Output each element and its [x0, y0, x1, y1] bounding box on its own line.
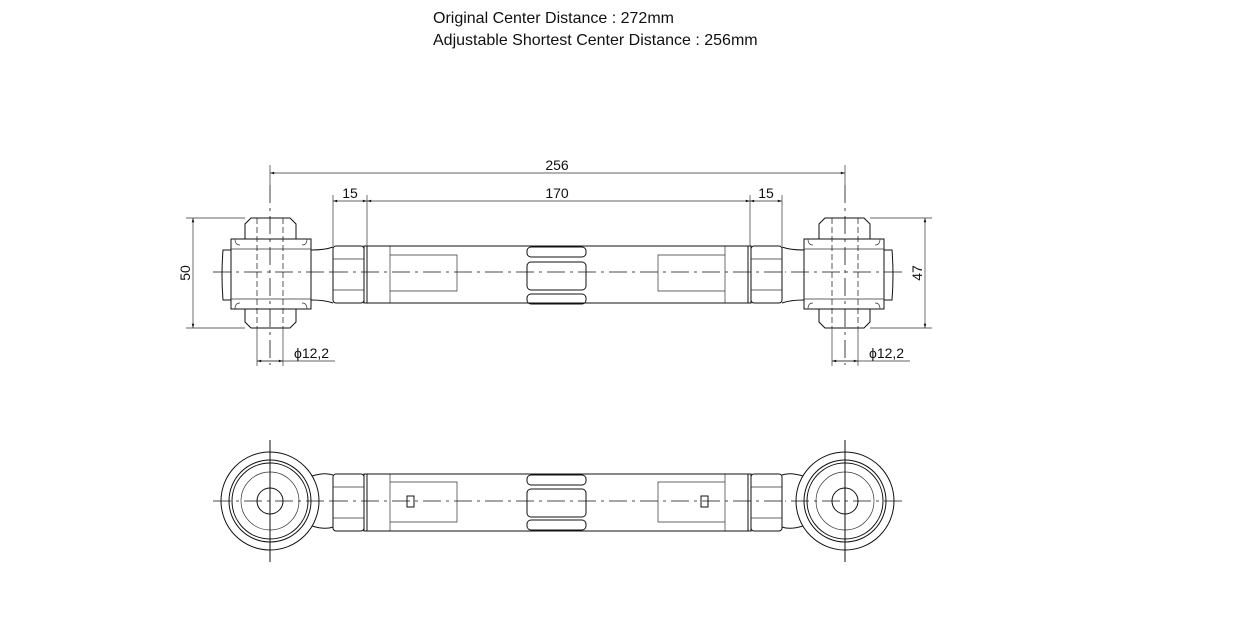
dimensions: 256 15 170 15 50 47 ϕ12,2 ϕ12,2	[177, 157, 932, 366]
original-center-distance: Original Center Distance : 272mm	[433, 10, 674, 27]
dim-right-nut: 15	[758, 185, 774, 201]
shortest-center-distance: Adjustable Shortest Center Distance : 25…	[433, 32, 758, 49]
middle-flats-top	[526, 246, 587, 305]
dim-right-height: 47	[909, 265, 925, 281]
dim-middle: 170	[545, 185, 569, 201]
bottom-view	[212, 439, 903, 563]
dim-overall: 256	[545, 157, 569, 173]
dim-left-height: 50	[177, 265, 193, 281]
top-view	[212, 184, 903, 366]
left-rod-end-top	[212, 184, 458, 366]
dim-left-bore: ϕ12,2	[294, 345, 329, 361]
dim-right-bore: ϕ12,2	[869, 345, 904, 361]
right-rod-end-top	[657, 184, 903, 366]
drawing-title: Original Center Distance : 272mm Adjusta…	[433, 8, 758, 52]
middle-flats-side	[526, 474, 587, 531]
dim-left-nut: 15	[342, 185, 358, 201]
